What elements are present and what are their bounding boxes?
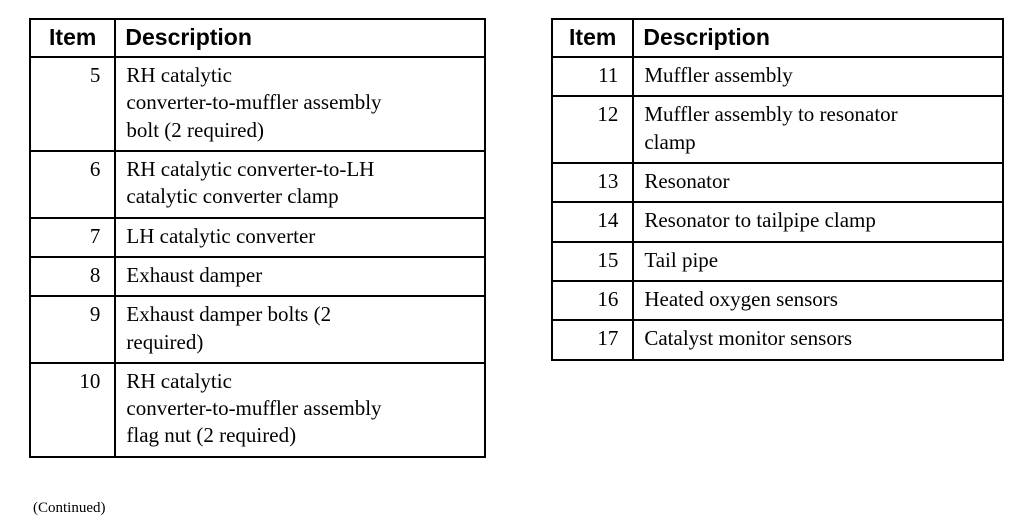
cell-item-number: 13 <box>550 162 635 204</box>
table-row: 16 Heated oxygen sensors <box>550 279 1004 322</box>
cell-item-number: 16 <box>550 279 635 322</box>
table-left-header: Item Description <box>28 17 486 59</box>
cell-item-description: Exhaust damper <box>114 255 486 298</box>
table-row: 5 RH catalytic converter-to-muffler asse… <box>28 56 486 153</box>
table-row: 12 Muffler assembly to resonator clamp <box>550 95 1004 165</box>
cell-item-number: 11 <box>550 56 635 98</box>
cell-item-description: Resonator <box>632 162 1004 204</box>
cell-item-description: RH catalytic converter-to-muffler assemb… <box>114 361 486 458</box>
cell-item-description: Heated oxygen sensors <box>632 279 1004 322</box>
cell-item-description: Catalyst monitor sensors <box>632 319 1004 361</box>
cell-item-description: Resonator to tailpipe clamp <box>632 201 1004 243</box>
continued-label: (Continued) <box>33 500 106 516</box>
cell-item-number: 6 <box>28 150 117 219</box>
cell-item-number: 10 <box>28 361 117 458</box>
cell-item-description: Exhaust damper bolts (2 required) <box>114 295 486 364</box>
cell-item-description: RH catalytic converter-to-muffler assemb… <box>114 56 486 153</box>
column-header-item: Item <box>28 17 117 59</box>
table-row: 15 Tail pipe <box>550 240 1004 282</box>
table-right-body: 11 Muffler assembly 12 Muffler assembly … <box>550 56 1004 361</box>
table-left-body: 5 RH catalytic converter-to-muffler asse… <box>28 56 486 458</box>
cell-item-number: 14 <box>550 201 635 243</box>
cell-item-description: Muffler assembly <box>632 56 1004 98</box>
table-right-header: Item Description <box>550 17 1004 59</box>
cell-item-description: LH catalytic converter <box>114 216 486 258</box>
table-row: 17 Catalyst monitor sensors <box>550 319 1004 361</box>
table-header-row: Item Description <box>550 17 1004 59</box>
column-header-description: Description <box>632 17 1004 59</box>
parts-table-right: Item Description 11 Muffler assembly 12 … <box>550 17 1004 361</box>
cell-item-number: 17 <box>550 319 635 361</box>
cell-item-number: 5 <box>28 56 117 153</box>
table-row: 6 RH catalytic converter-to-LH catalytic… <box>28 150 486 219</box>
cell-item-number: 15 <box>550 240 635 282</box>
cell-item-number: 9 <box>28 295 117 364</box>
cell-item-number: 7 <box>28 216 117 258</box>
table-row: 14 Resonator to tailpipe clamp <box>550 201 1004 243</box>
cell-item-description: RH catalytic converter-to-LH catalytic c… <box>114 150 486 219</box>
parts-table-left: Item Description 5 RH catalytic converte… <box>28 17 486 458</box>
table-row: 11 Muffler assembly <box>550 56 1004 98</box>
table-row: 8 Exhaust damper <box>28 255 486 298</box>
cell-item-description: Muffler assembly to resonator clamp <box>632 95 1004 165</box>
column-header-description: Description <box>114 17 486 59</box>
cell-item-number: 12 <box>550 95 635 165</box>
table-row: 7 LH catalytic converter <box>28 216 486 258</box>
cell-item-number: 8 <box>28 255 117 298</box>
table-row: 9 Exhaust damper bolts (2 required) <box>28 295 486 364</box>
table-row: 10 RH catalytic converter-to-muffler ass… <box>28 361 486 458</box>
table-header-row: Item Description <box>28 17 486 59</box>
cell-item-description: Tail pipe <box>632 240 1004 282</box>
table-row: 13 Resonator <box>550 162 1004 204</box>
column-header-item: Item <box>550 17 635 59</box>
